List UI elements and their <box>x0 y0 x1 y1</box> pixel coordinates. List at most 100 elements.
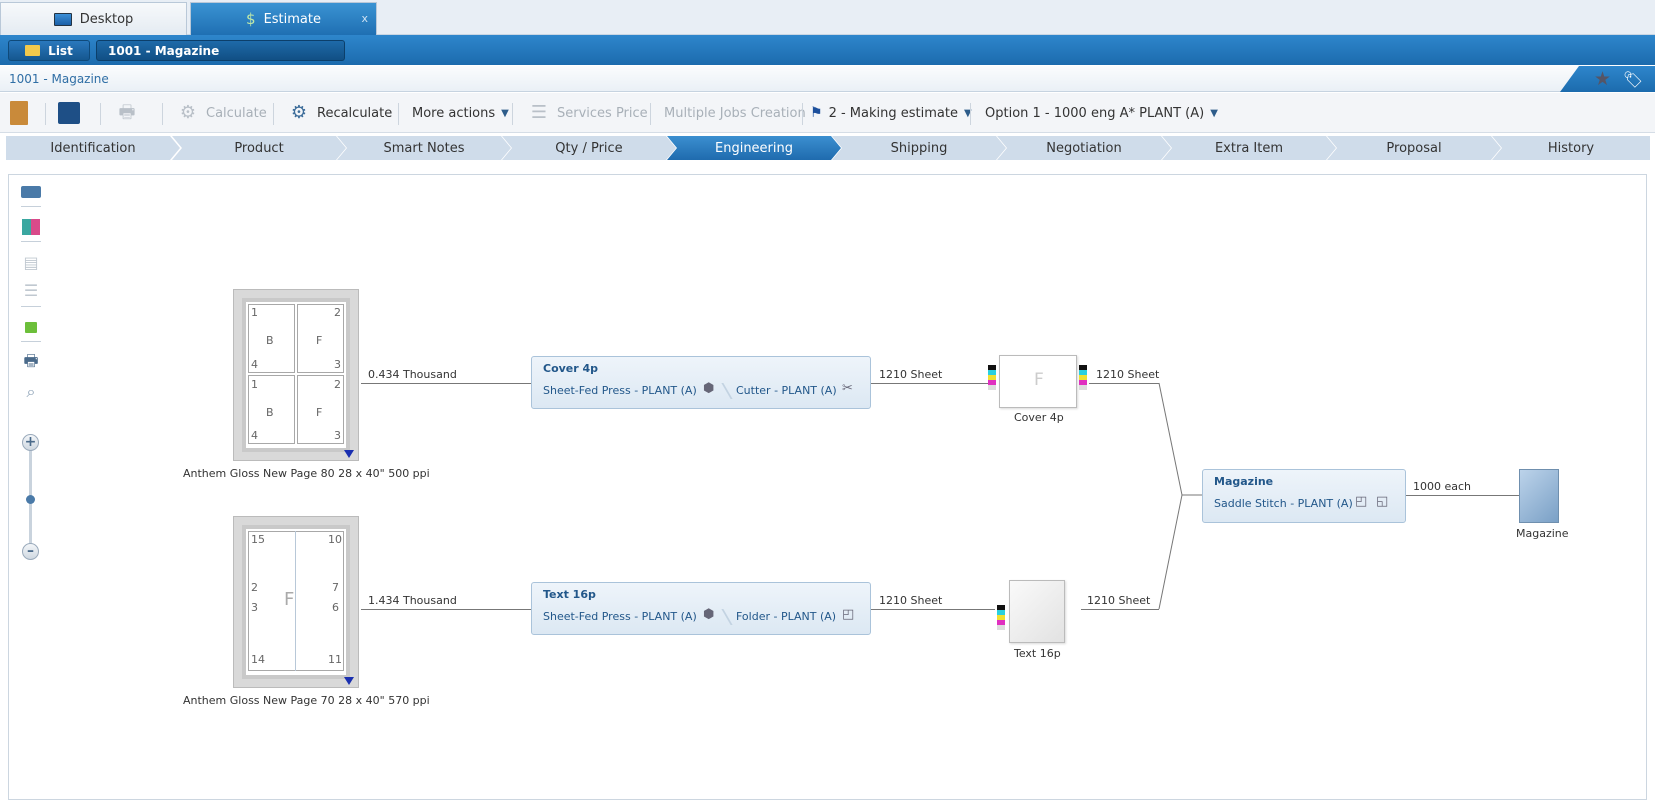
process-magazine-title: Magazine <box>1214 475 1274 488</box>
imposition-sheet-top[interactable]: 1 2 B F 4 3 1 2 B F 4 3 <box>233 289 359 461</box>
step-navigation: Identification Product Smart Notes Qty /… <box>6 136 1650 160</box>
status-label: 2 - Making estimate <box>828 105 958 121</box>
process-magazine[interactable]: Magazine Saddle Stitch - PLANT (A) ◰ ◱ <box>1202 469 1406 523</box>
step-shipping[interactable]: Shipping <box>832 136 1006 160</box>
imposition-sheet-bottom[interactable]: 15 10 2 7 3 6 14 11 F <box>233 516 359 688</box>
tab-desktop[interactable]: Desktop <box>0 2 187 35</box>
zoom-slider-thumb[interactable] <box>26 495 35 504</box>
status-dropdown[interactable]: ⚑ 2 - Making estimate ▼ <box>810 101 972 125</box>
app-tab-bar: Desktop $ Estimate x <box>0 0 1655 35</box>
tag-icon[interactable]: 🏷 <box>1622 70 1643 89</box>
zoom-out-icon[interactable]: – <box>22 543 39 560</box>
step-proposal[interactable]: Proposal <box>1327 136 1501 160</box>
process-step-folder[interactable]: Folder - PLANT (A) <box>736 610 837 623</box>
cover-letter: F <box>1034 370 1044 390</box>
press-tool-icon[interactable] <box>19 180 43 204</box>
step-negotiation[interactable]: Negotiation <box>997 136 1171 160</box>
page-number: 1 <box>251 306 258 319</box>
calculate-button: ⚙ Calculate <box>176 101 267 125</box>
sheet-bottom-label: Anthem Gloss New Page 70 28 x 40" 570 pp… <box>183 694 430 707</box>
zoom-search-icon[interactable]: ⌕ <box>26 382 36 401</box>
printer-icon: 🖶 <box>118 102 136 123</box>
page-number: B <box>266 406 274 419</box>
sheet-top-label: Anthem Gloss New Page 80 28 x 40" 500 pp… <box>183 467 430 480</box>
process-step-press[interactable]: Sheet-Fed Press - PLANT (A) <box>543 610 697 623</box>
list-button[interactable]: List <box>8 40 90 61</box>
folder-machine-icon: ◰ <box>842 607 855 622</box>
magazine-out-qty: 1000 each <box>1413 480 1472 493</box>
sheet-bottom-qty: 1.434 Thousand <box>368 594 457 607</box>
services-price-label: Services Price <box>557 105 648 121</box>
step-smart-notes[interactable]: Smart Notes <box>337 136 511 160</box>
flag-icon: ⚑ <box>810 105 823 121</box>
chevron-down-icon: ▼ <box>1210 107 1218 119</box>
cover-thumbnail[interactable]: F <box>999 355 1077 408</box>
page-number: 4 <box>251 429 258 442</box>
process-step-cutter[interactable]: Cutter - PLANT (A) <box>736 384 837 397</box>
list-doc-icon: ☰ <box>530 102 548 123</box>
print-button: 🖶 <box>115 101 139 125</box>
view-options-icon: ▤ <box>23 252 39 272</box>
recalculate-gear-icon: ⚙ <box>290 102 308 123</box>
page-number: F <box>316 406 323 419</box>
recalculate-button[interactable]: ⚙ Recalculate <box>287 101 392 125</box>
process-step-press[interactable]: Sheet-Fed Press - PLANT (A) <box>543 384 697 397</box>
page-number: 1 <box>251 378 258 391</box>
option-dropdown[interactable]: Option 1 - 1000 eng A* PLANT (A) ▼ <box>985 101 1218 125</box>
step-extra-item[interactable]: Extra Item <box>1162 136 1336 160</box>
tab-estimate[interactable]: $ Estimate x <box>190 2 377 35</box>
text-thumbnail[interactable] <box>1009 580 1065 643</box>
stitch-icon: ◰ <box>1355 494 1368 509</box>
page-number: 15 <box>251 533 265 546</box>
process-cover[interactable]: Cover 4p Sheet-Fed Press - PLANT (A) ⬢ C… <box>531 356 871 409</box>
step-identification[interactable]: Identification <box>6 136 180 160</box>
more-actions-dropdown[interactable]: More actions ▼ <box>412 101 509 125</box>
monitor-icon <box>53 12 72 26</box>
record-tab[interactable]: 1001 - Magazine <box>96 40 345 61</box>
engineering-canvas: ▤ ☰ 🖶 ⌕ + – 1 2 B F 4 3 1 2 B F 4 3 Anth… <box>8 174 1647 800</box>
page-number: 7 <box>332 581 339 594</box>
step-product[interactable]: Product <box>172 136 346 160</box>
stitch-alt-icon: ◱ <box>1376 494 1389 509</box>
breadcrumb: 1001 - Magazine ★ 🏷 <box>0 66 1655 92</box>
process-step-saddle-stitch[interactable]: Saddle Stitch - PLANT (A) <box>1214 497 1353 510</box>
save-button[interactable] <box>58 101 80 125</box>
step-engineering[interactable]: Engineering <box>667 136 841 160</box>
step-qty-price[interactable]: Qty / Price <box>502 136 676 160</box>
magazine-product-label: Magazine <box>1516 527 1569 540</box>
list-button-label: List <box>48 43 73 58</box>
page-number: 3 <box>334 429 341 442</box>
breadcrumb-text[interactable]: 1001 - Magazine <box>9 72 109 86</box>
toolbar: 🖶 ⚙ Calculate ⚙ Recalculate More actions… <box>0 93 1655 133</box>
print-preview-icon[interactable]: 🖶 <box>23 350 39 370</box>
tab-estimate-label: Estimate <box>263 11 321 27</box>
layers-icon: ☰ <box>23 280 39 300</box>
color-books-icon[interactable] <box>19 215 43 239</box>
chevron-down-icon: ▼ <box>501 107 509 119</box>
more-actions-label: More actions <box>412 105 496 121</box>
lock-icon[interactable] <box>19 315 43 339</box>
cover-thumbnail-label: Cover 4p <box>1014 411 1064 424</box>
star-icon[interactable]: ★ <box>1593 68 1611 90</box>
page-number: 2 <box>251 581 258 594</box>
record-bar: List 1001 - Magazine <box>0 35 1655 65</box>
text-out-qty: 1210 Sheet <box>879 594 943 607</box>
magazine-product-icon[interactable] <box>1519 469 1559 523</box>
page-number: 2 <box>334 306 341 319</box>
folder-icon <box>25 45 41 56</box>
calculate-label: Calculate <box>206 105 267 121</box>
process-cover-title: Cover 4p <box>543 362 599 375</box>
zoom-in-icon[interactable]: + <box>22 434 39 451</box>
cmyk-bar-icon <box>1079 365 1087 390</box>
multiple-jobs-label: Multiple Jobs Creation <box>664 105 806 121</box>
page-number: 11 <box>328 653 342 666</box>
page-number: 3 <box>334 358 341 371</box>
text-thumb-out-qty: 1210 Sheet <box>1087 594 1151 607</box>
close-tab-icon[interactable]: x <box>361 12 368 25</box>
step-history[interactable]: History <box>1492 136 1650 160</box>
save-icon <box>58 102 80 124</box>
press-icon: ⬢ <box>703 381 715 396</box>
process-text[interactable]: Text 16p Sheet-Fed Press - PLANT (A) ⬢ F… <box>531 582 871 635</box>
exit-button[interactable] <box>10 101 28 125</box>
option-label: Option 1 - 1000 eng A* PLANT (A) <box>985 105 1205 121</box>
